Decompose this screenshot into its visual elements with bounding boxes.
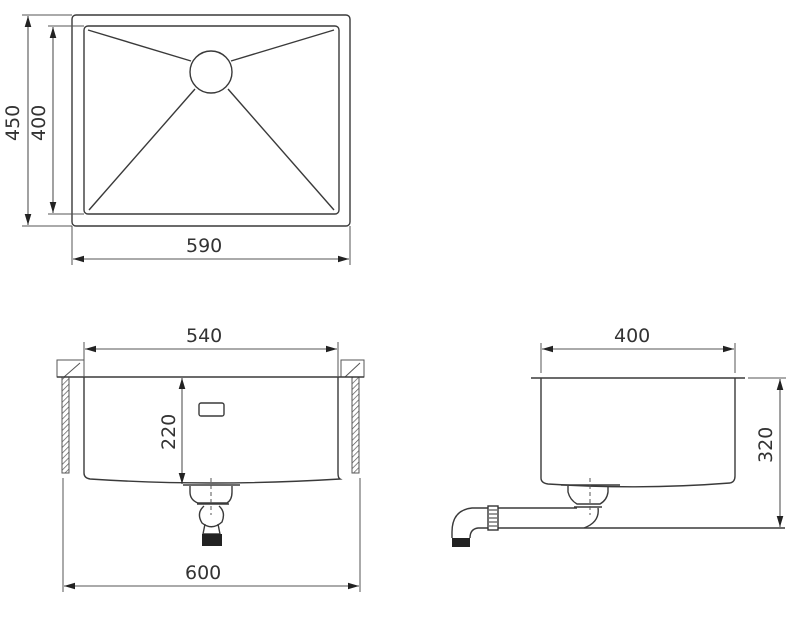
- label-450: 450: [2, 104, 24, 141]
- outer-rim: [71, 14, 351, 227]
- drain-assembly-front: [183, 478, 240, 546]
- label-600: 600: [185, 562, 222, 584]
- inner-bowl: [83, 25, 340, 215]
- label-220: 220: [158, 413, 180, 450]
- label-400-top: 400: [28, 104, 50, 141]
- bowl-front: [83, 377, 343, 484]
- drain-circle: [189, 50, 233, 94]
- countertop-right: [340, 359, 365, 378]
- top-view: [22, 14, 351, 265]
- label-400-side: 400: [614, 325, 651, 347]
- overflow-slot: [198, 402, 225, 417]
- side-view: [451, 343, 786, 547]
- label-590: 590: [186, 235, 223, 257]
- countertop-left: [56, 359, 85, 378]
- cabinet-wall-right: [351, 376, 360, 474]
- bowl-side: [540, 378, 736, 488]
- label-540: 540: [186, 325, 223, 347]
- label-320: 320: [755, 426, 777, 463]
- front-view: [56, 342, 365, 592]
- cabinet-wall-left: [61, 376, 70, 474]
- drain-assembly-side: [451, 478, 785, 547]
